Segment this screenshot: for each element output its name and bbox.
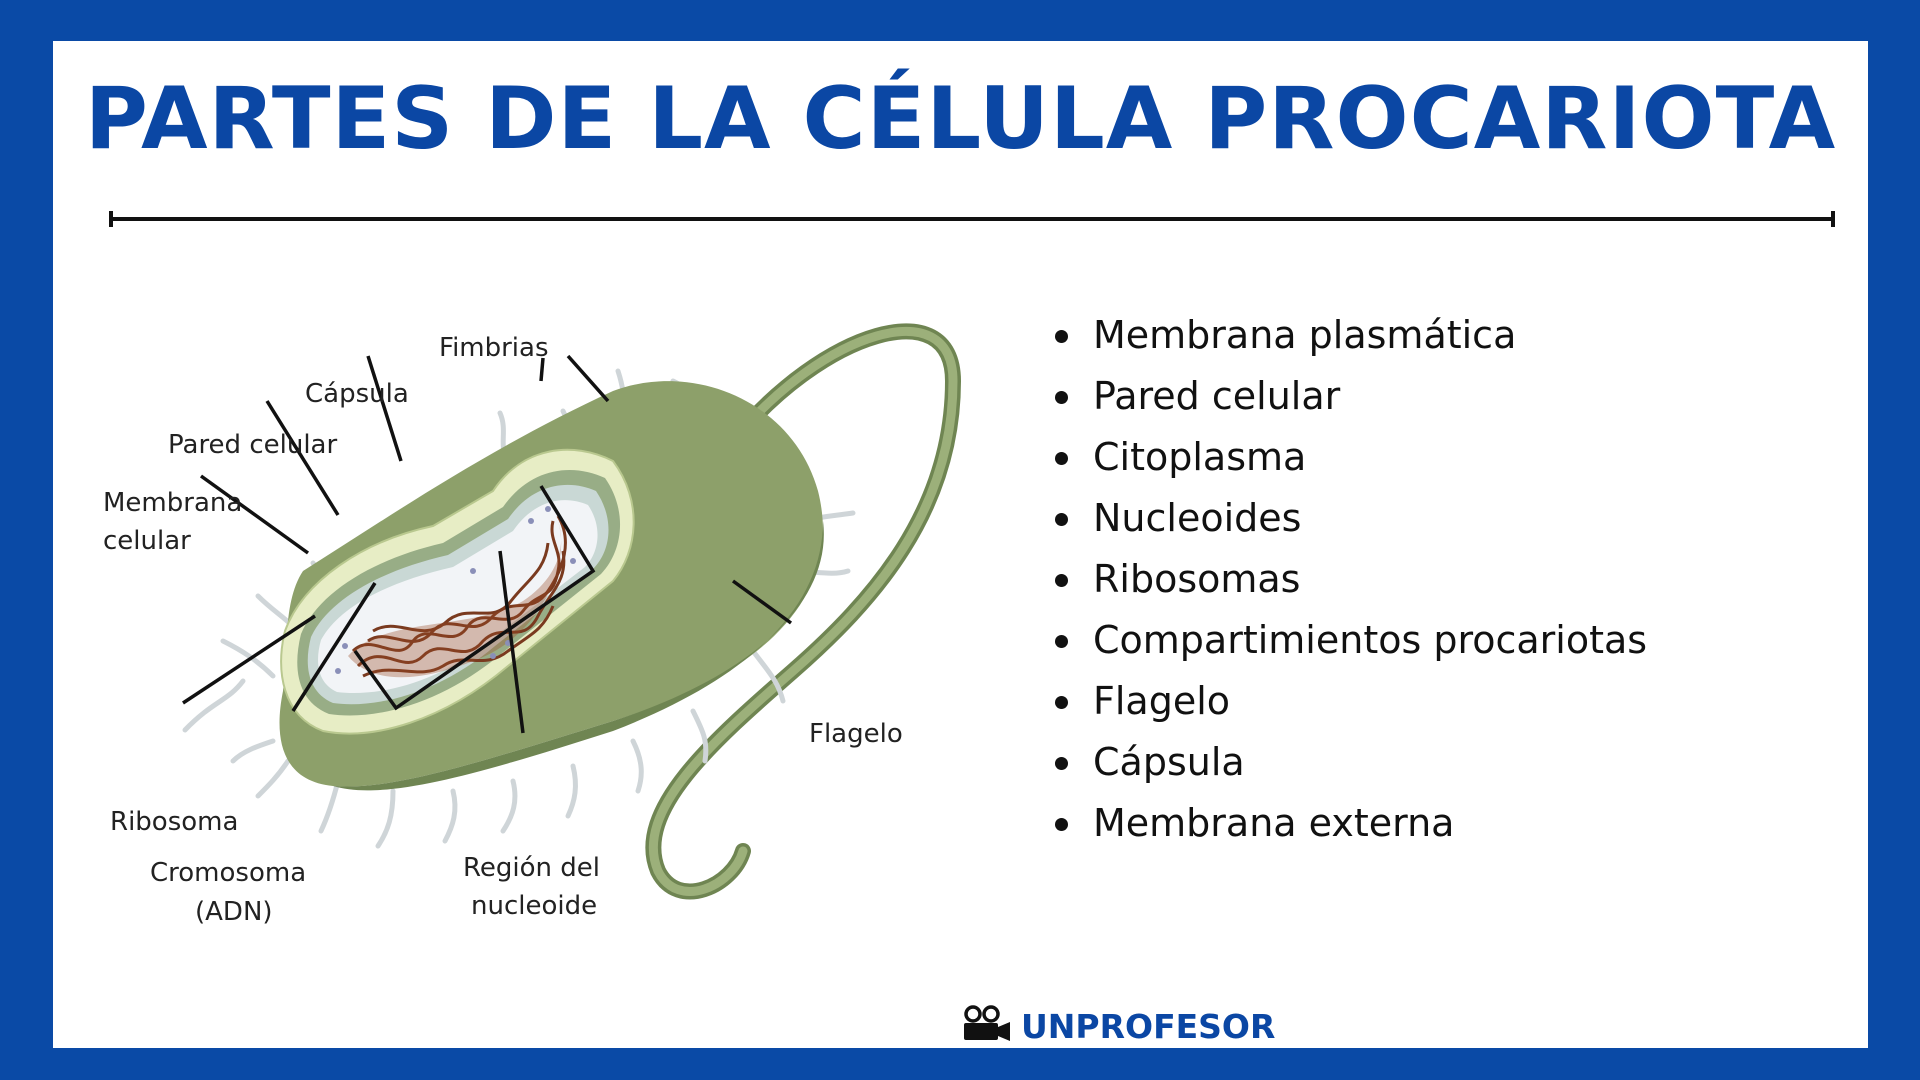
list-item: Cápsula	[1053, 732, 1647, 793]
label-cromosoma-line2: (ADN)	[195, 897, 273, 927]
label-pared-celular: Pared celular	[168, 430, 337, 460]
list-item: Pared celular	[1053, 366, 1647, 427]
list-item: Membrana plasmática	[1053, 305, 1647, 366]
label-region-line2: nucleoide	[471, 891, 597, 921]
nucleoid-region-bracket	[353, 485, 596, 711]
cytoplasm	[318, 500, 598, 694]
projector-icon	[961, 1005, 1013, 1047]
page-title: PARTES DE LA CÉLULA PROCARIOTA	[84, 69, 1837, 169]
title-divider	[109, 211, 1835, 227]
list-item: Citoplasma	[1053, 427, 1647, 488]
label-region-line1: Región del	[463, 853, 600, 883]
divider-cap-right	[1831, 211, 1835, 227]
label-capsula: Cápsula	[305, 379, 409, 409]
brand-text: UNPROFESOR	[1021, 1006, 1276, 1046]
label-ribosoma: Ribosoma	[110, 807, 238, 837]
divider-line	[109, 217, 1835, 221]
divider-cap-left	[109, 211, 113, 227]
label-membrana-line1: Membrana	[103, 488, 242, 518]
list-item: Compartimientos procariotas	[1053, 610, 1647, 671]
parts-list: Membrana plasmática Pared celular Citopl…	[1053, 305, 1647, 854]
label-flagelo: Flagelo	[809, 719, 903, 749]
ribosomes	[335, 506, 576, 674]
list-item: Ribosomas	[1053, 549, 1647, 610]
list-item: Membrana externa	[1053, 793, 1647, 854]
label-fimbrias: Fimbrias	[439, 333, 549, 363]
brand-logo: UNPROFESOR	[961, 1005, 1275, 1047]
list-item: Flagelo	[1053, 671, 1647, 732]
list-item: Nucleoides	[1053, 488, 1647, 549]
label-cromosoma-line1: Cromosoma	[150, 858, 306, 888]
infographic-card: PARTES DE LA CÉLULA PROCARIOTA	[53, 41, 1868, 1048]
leader-lines	[182, 354, 793, 734]
prokaryotic-cell-diagram: Fimbrias Cápsula Pared celular Membrana …	[53, 271, 1053, 991]
label-membrana-line2: celular	[103, 526, 191, 556]
